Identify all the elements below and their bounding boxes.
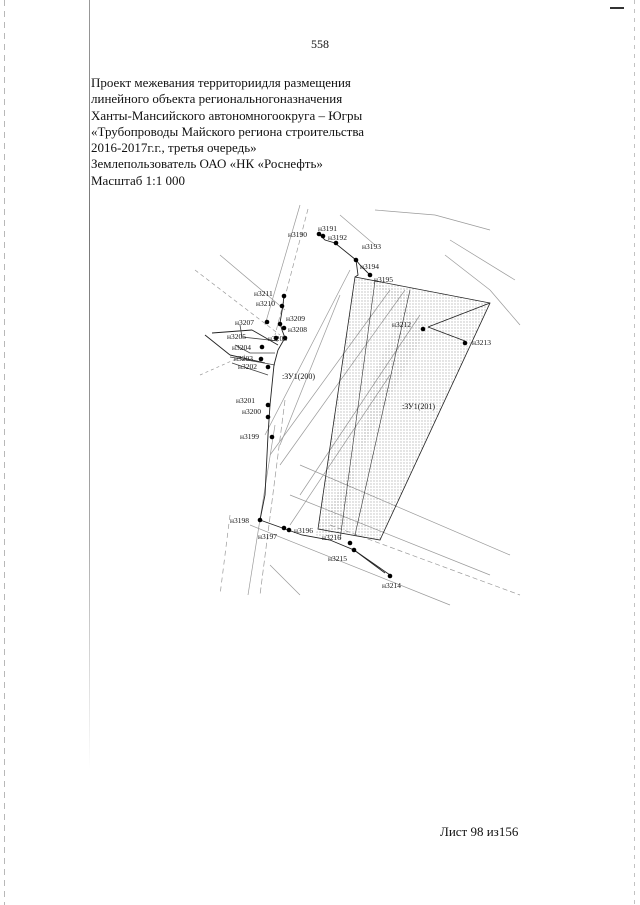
point-label-3202: н3202 [238,362,257,371]
header-line: Масштаб 1:1 000 [91,172,185,188]
header-line: линейного объекта региональногоназначени… [91,91,343,107]
zone-ZU1-201 [315,276,491,541]
point-marker [257,517,263,523]
point-label-3198: н3198 [230,516,249,525]
point-label-3204: н3204 [232,343,251,352]
header-line: Проект межевания территориидля размещени… [91,75,351,90]
point-marker [259,344,265,350]
point-marker [282,335,288,341]
zone-label-201: :ЗУ1(201) [402,402,435,411]
point-marker [264,319,270,325]
point-marker [281,293,287,299]
point-label-3206: н3206 [268,334,287,343]
point-label-3209: н3209 [286,314,305,323]
point-marker [273,335,279,341]
binding-margin-line [89,0,90,770]
point-marker [265,414,271,420]
header-line: 2016-2017г.г., третья очередь» [91,140,257,156]
point-label-3201: н3201 [236,396,255,405]
point-marker [286,527,292,533]
point-marker [387,573,393,579]
point-labels: н3190 н3191 н3192 н3193 н3194 н3195 н321… [227,224,491,590]
point-label-3200: н3200 [242,407,261,416]
point-marker [462,340,468,346]
point-marker [367,272,373,278]
background-lines [194,204,521,606]
zone-labels: :ЗУ1(200) :ЗУ1(201) [282,372,435,411]
point-label-3190: н3190 [288,230,307,239]
point-marker [258,356,264,362]
point-marker [320,233,326,239]
point-label-3214: н3214 [382,581,401,590]
point-marker [347,540,353,546]
point-marker [316,231,322,237]
point-marker [265,364,271,370]
point-label-3199: н3199 [240,432,259,441]
point-label-3211: н3211 [254,289,273,298]
point-marker [353,257,359,263]
point-marker [351,547,357,553]
point-label-3196: н3196 [294,526,313,535]
point-label-3215: н3215 [328,554,347,563]
point-marker [277,321,283,327]
point-marker [420,326,426,332]
header-line: «Трубопроводы Майского региона строитель… [91,123,365,139]
point-marker [333,240,339,246]
header-block: Проект межевания территориидля размещени… [91,75,391,189]
point-marker [265,402,271,408]
point-label-3194: н3194 [360,262,379,271]
boundary-points [257,231,468,579]
header-line: Землепользователь ОАО «НК «Роснефть» [91,156,323,172]
point-label-3203: н3203 [234,354,253,363]
point-marker [279,303,285,309]
page-number: 558 [311,37,329,51]
point-label-3195: н3195 [374,275,393,284]
point-label-3208: н3208 [288,325,307,334]
point-label-3205: н3205 [227,332,246,341]
point-label-3212: н3212 [392,320,411,329]
point-label-3207: н3207 [235,318,254,327]
cadastral-map: н3190 н3191 н3192 н3193 н3194 н3195 н321… [190,195,530,615]
sheet-info: Лист 98 из156 [440,824,519,839]
point-label-3213: н3213 [472,338,491,347]
point-label-3193: н3193 [362,242,381,251]
point-marker [281,525,287,531]
point-label-3192: н3192 [328,233,347,242]
point-marker [281,325,287,331]
zone-label-200: :ЗУ1(200) [282,372,315,381]
parcel-outline [229,324,279,376]
point-label-3210: н3210 [256,299,275,308]
point-label-3197: н3197 [258,532,277,541]
point-marker [269,434,275,440]
point-label-3191: н3191 [318,224,337,233]
map-canvas: н3190 н3191 н3192 н3193 н3194 н3195 н321… [194,204,521,606]
scan-left-edge [4,0,5,905]
scan-right-edge [634,0,635,905]
point-label-3216: н3216 [322,533,341,542]
corner-mark [610,0,624,9]
header-line: Ханты-Мансийского автономногоокруга – Юг… [91,107,363,123]
